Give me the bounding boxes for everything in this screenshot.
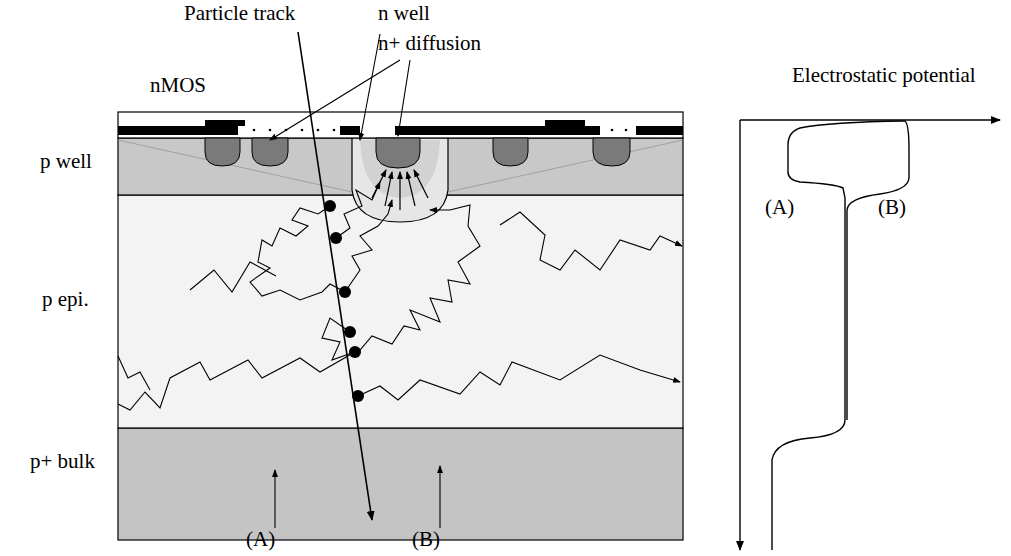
callout-label: (B): [412, 528, 440, 551]
n-well-label: n well: [378, 2, 430, 25]
layer-label: p epi.: [42, 288, 89, 311]
particle-track: [298, 32, 372, 520]
callout-label: (A): [246, 528, 275, 551]
p-epi-layer: [118, 195, 683, 428]
curve-label: (B): [878, 196, 906, 219]
axis-label: Electrostatic potential: [792, 64, 976, 87]
potential-curve-b: [847, 121, 909, 420]
p-plus-bulk-layer: [118, 428, 683, 540]
layer-label: p+ bulk: [30, 450, 95, 473]
particle-track-label: Particle track: [184, 2, 295, 25]
layer-label: p well: [40, 150, 92, 173]
curve-label: (A): [765, 196, 794, 219]
nmos-label: nMOS: [150, 74, 206, 97]
oxide-layer: [118, 112, 683, 138]
n-well-region: [352, 138, 448, 222]
n-plus-diffusion-label: n+ diffusion: [378, 32, 481, 55]
